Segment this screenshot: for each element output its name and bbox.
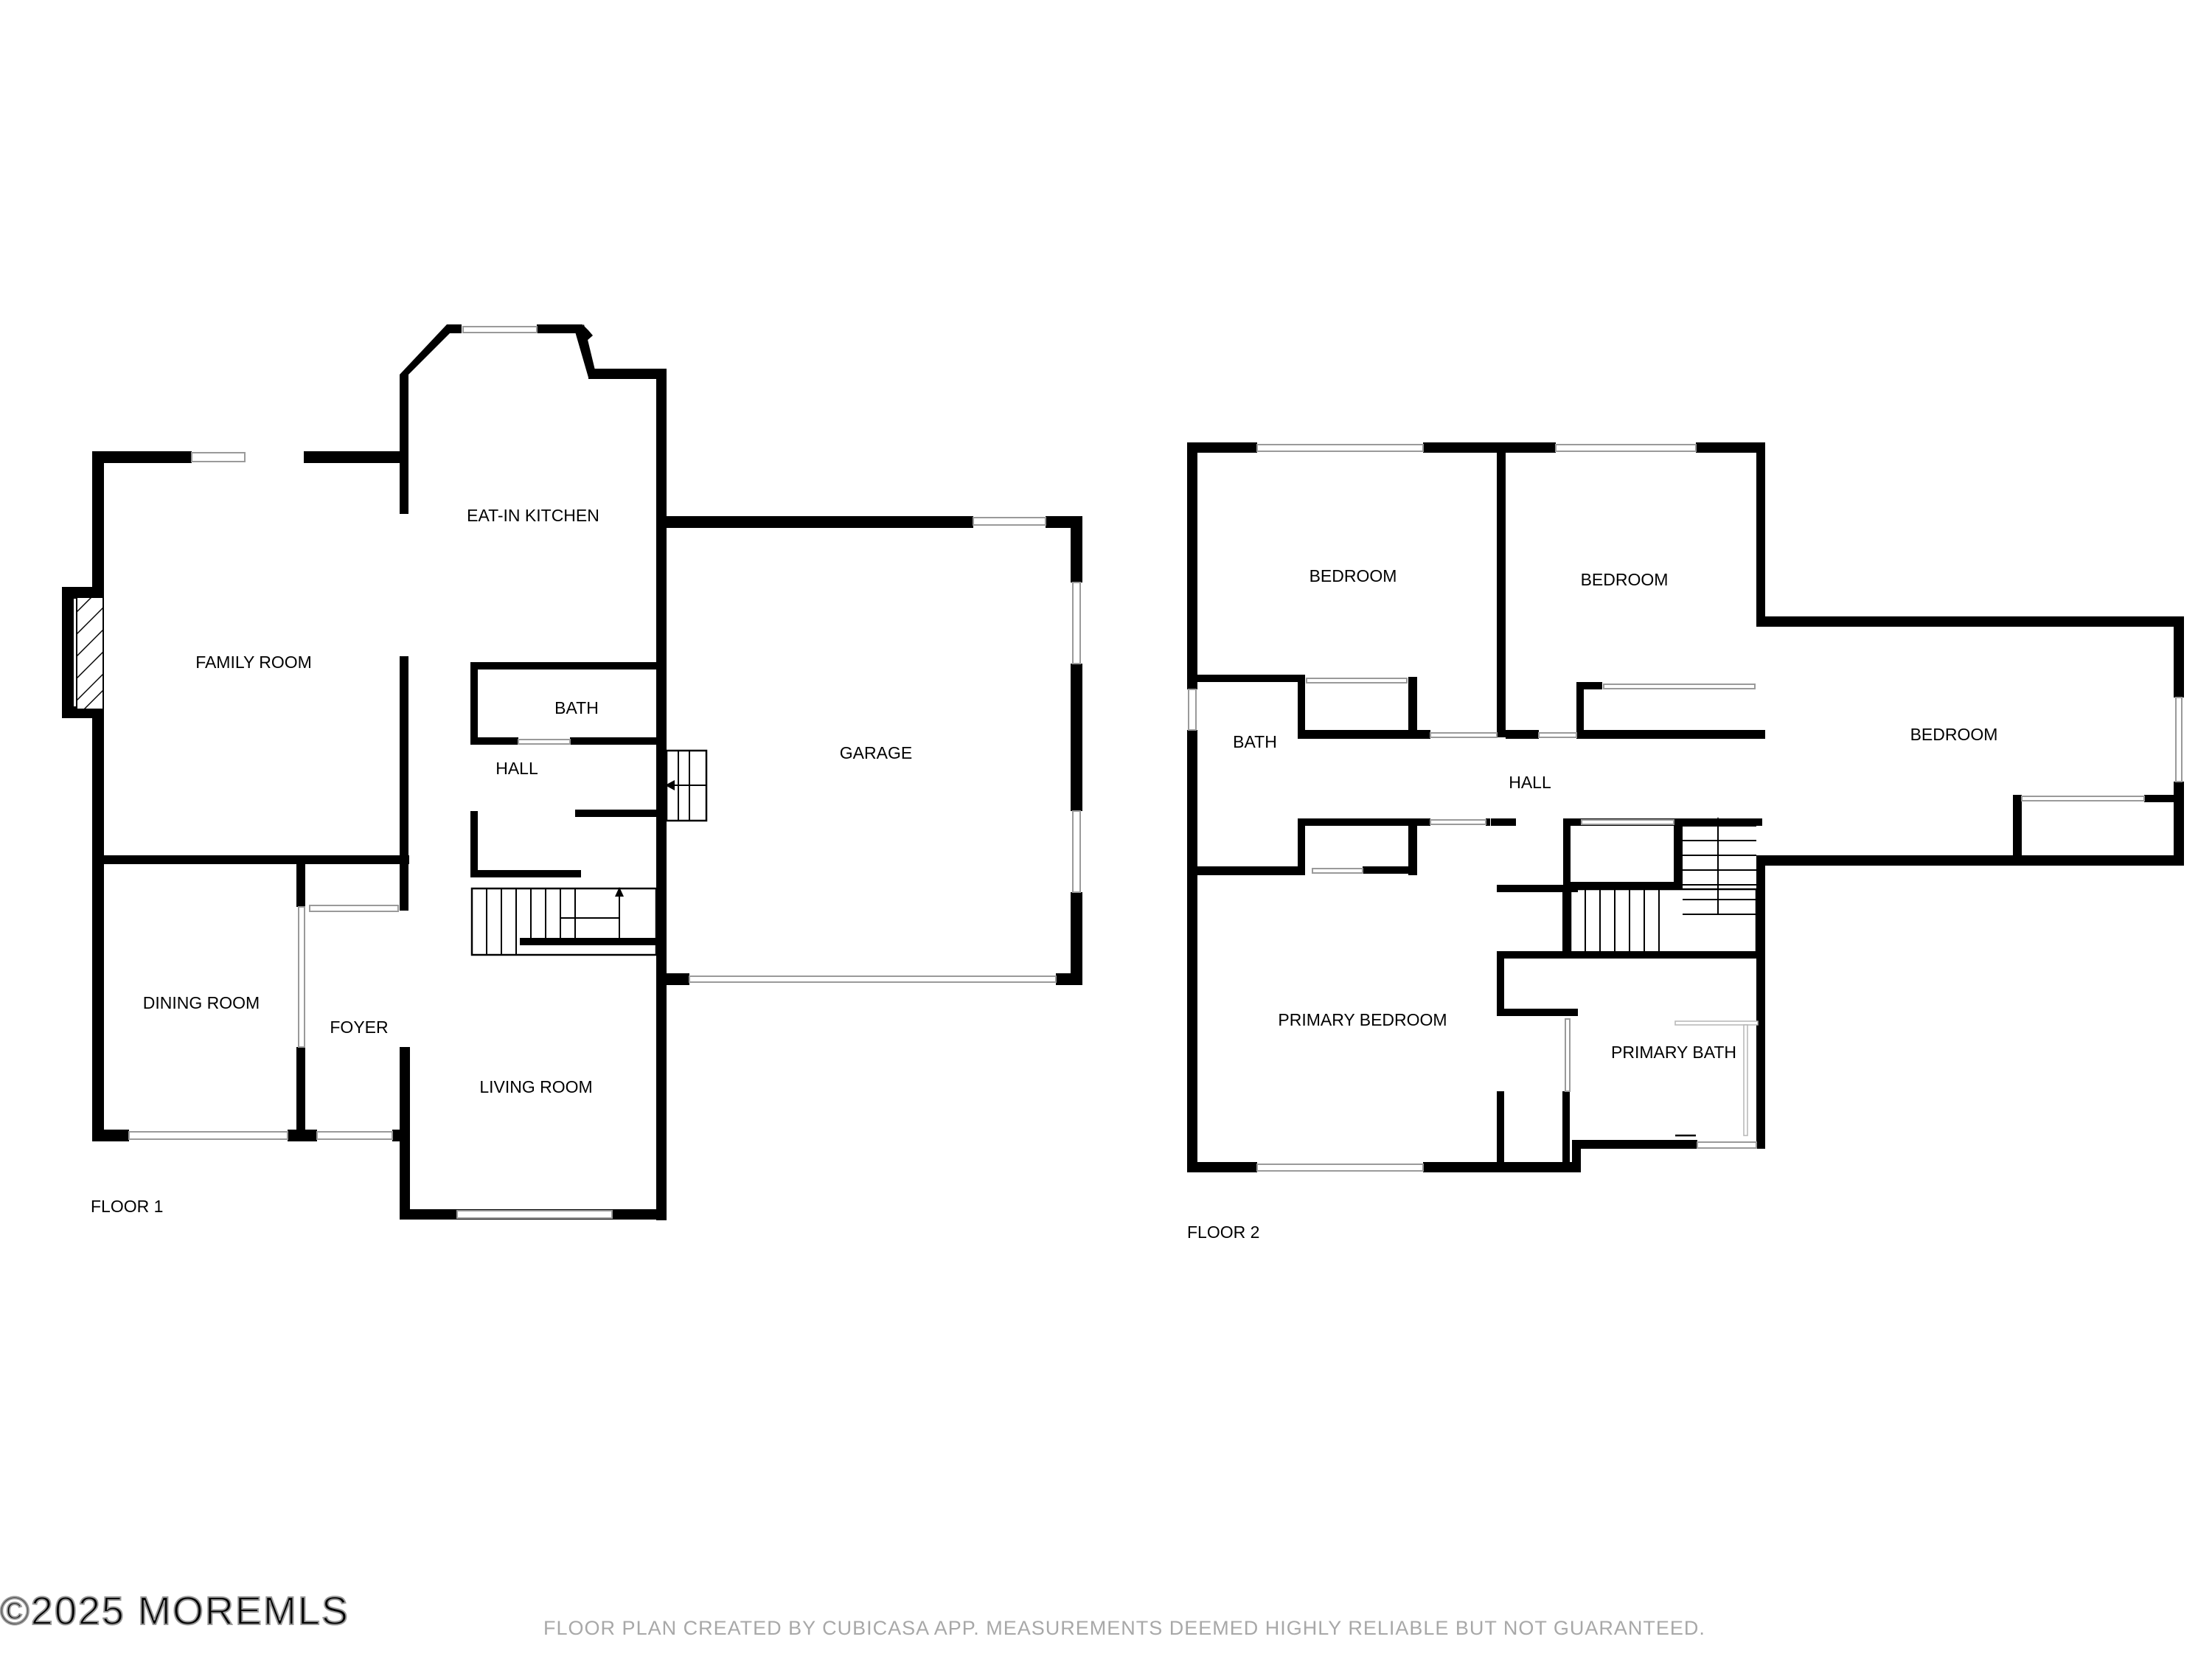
room-label-garage: GARAGE — [840, 743, 912, 762]
room-label-hall: HALL — [1509, 773, 1551, 792]
fireplace-icon — [76, 597, 104, 710]
floor-2-room-labels: BEDROOM BEDROOM BEDROOM BATH HALL PRIMAR… — [1233, 566, 1997, 1062]
room-label-foyer: FOYER — [330, 1018, 388, 1037]
room-label-bath: BATH — [554, 698, 599, 717]
floor-1-staircase-icon — [470, 887, 658, 956]
garage-entry-steps-icon — [665, 749, 708, 822]
room-label-bedroom-1: BEDROOM — [1310, 566, 1397, 585]
room-label-dining-room: DINING ROOM — [143, 993, 260, 1012]
floor-2-walls — [1187, 442, 2184, 1172]
floor-1-windows — [128, 326, 1081, 1219]
disclaimer-text: FLOOR PLAN CREATED BY CUBICASA APP. MEAS… — [543, 1617, 1705, 1639]
floor-2-plan: BEDROOM BEDROOM BEDROOM BATH HALL PRIMAR… — [1187, 442, 2184, 1242]
floor-2-windows — [1188, 444, 2183, 1172]
watermark-logo: ©2025 MOREMLS — [0, 1589, 349, 1633]
floor-1-label: FLOOR 1 — [91, 1197, 163, 1216]
room-label-family-room: FAMILY ROOM — [195, 653, 312, 672]
room-label-eat-in-kitchen: EAT-IN KITCHEN — [467, 506, 599, 525]
floor-1-plan: FAMILY ROOM EAT-IN KITCHEN BATH HALL GAR… — [62, 324, 1082, 1220]
floor-1-room-labels: FAMILY ROOM EAT-IN KITCHEN BATH HALL GAR… — [143, 506, 912, 1096]
room-label-hall: HALL — [495, 759, 538, 778]
room-label-living-room: LIVING ROOM — [479, 1077, 592, 1096]
room-label-primary-bedroom: PRIMARY BEDROOM — [1278, 1010, 1447, 1029]
room-label-bath: BATH — [1233, 732, 1277, 751]
room-label-bedroom-3: BEDROOM — [1910, 725, 1998, 744]
floor-2-staircase-icon — [1569, 817, 1758, 957]
primary-bath-shower-outline — [1674, 1020, 1759, 1137]
room-label-bedroom-2: BEDROOM — [1581, 570, 1669, 589]
room-label-primary-bath: PRIMARY BATH — [1611, 1043, 1736, 1062]
floor-2-label: FLOOR 2 — [1187, 1222, 1259, 1242]
